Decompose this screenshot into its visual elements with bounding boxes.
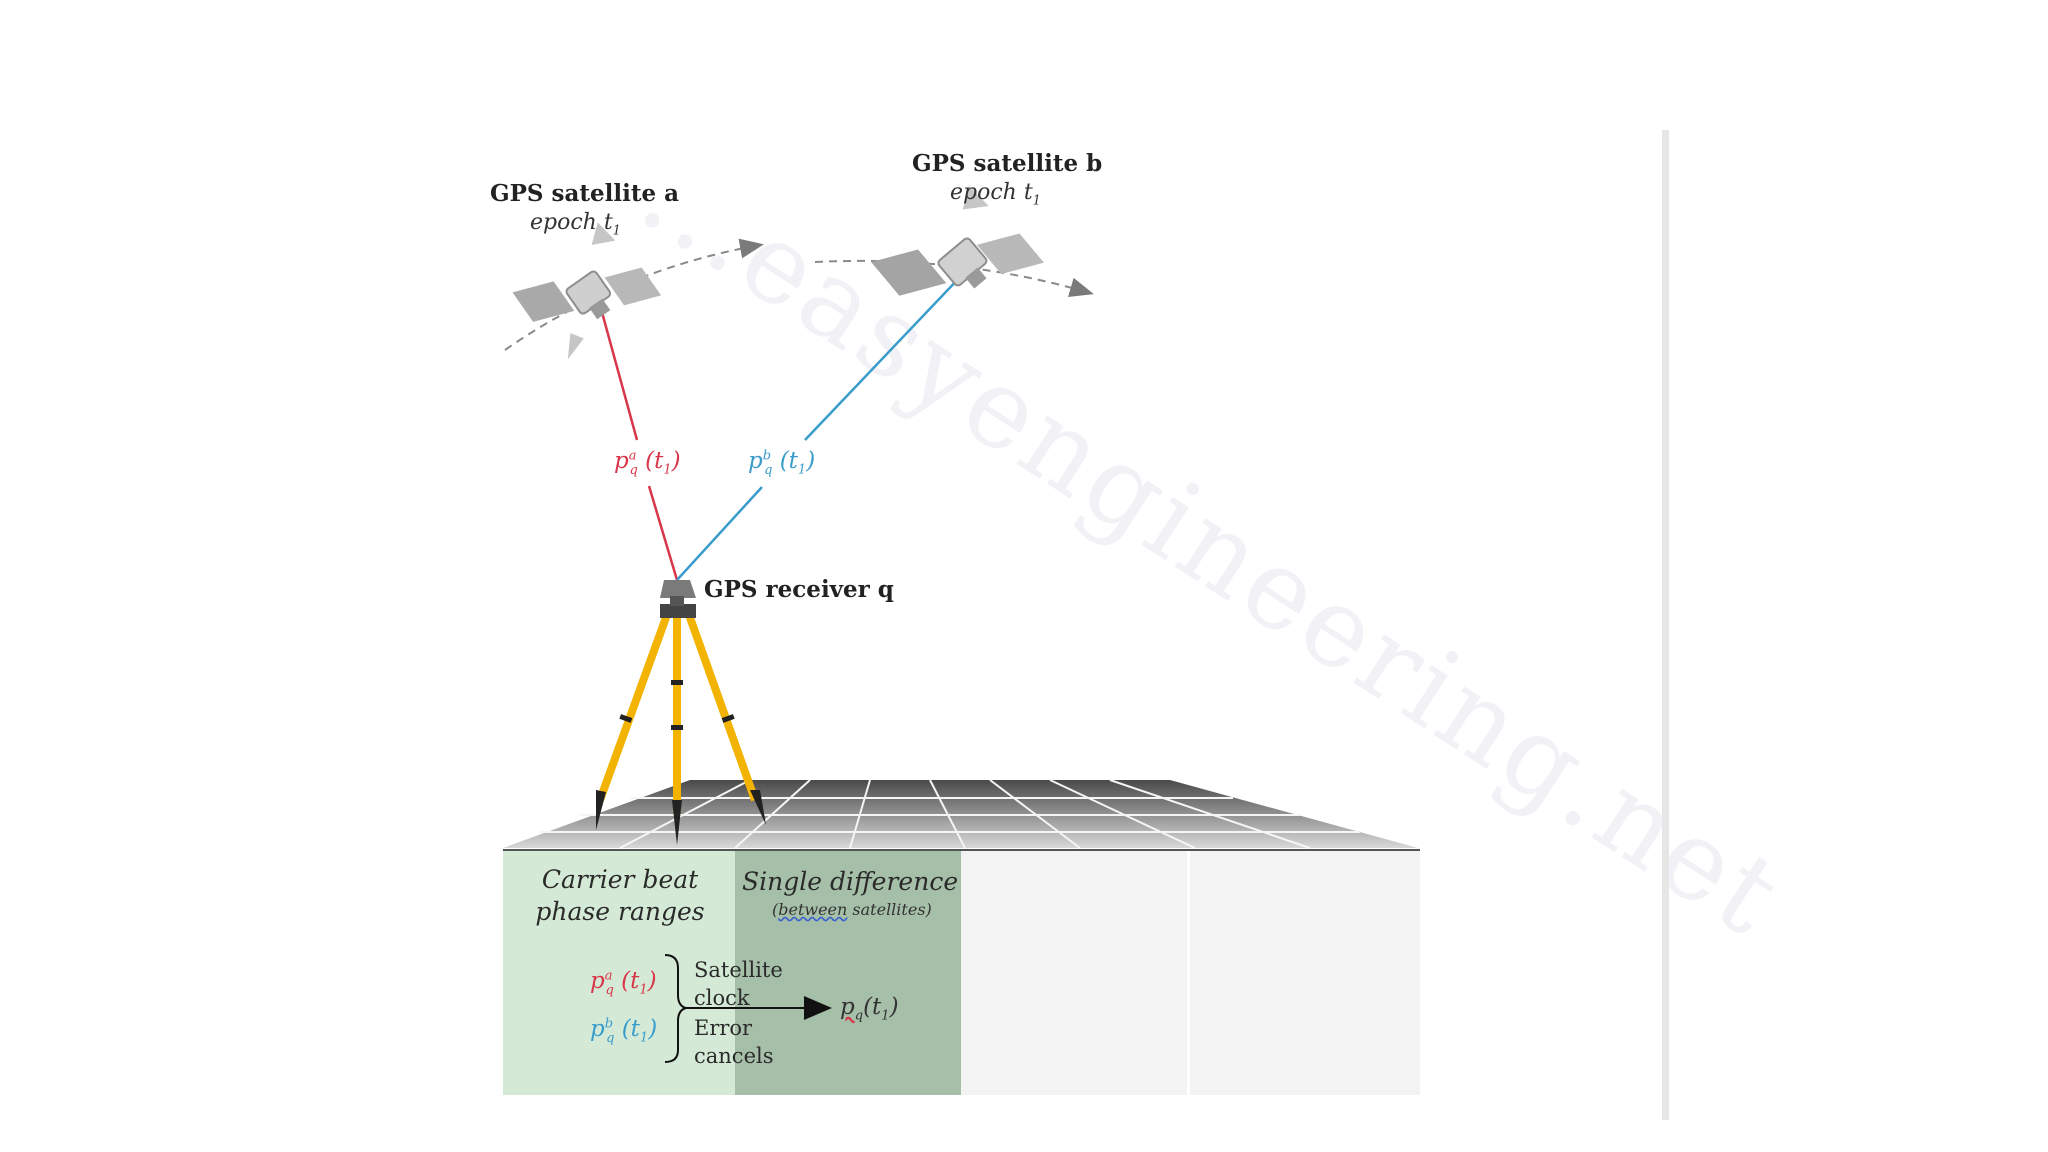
panel-single-diff bbox=[735, 850, 961, 1095]
tripod-icon bbox=[596, 580, 766, 845]
satellite-b-name: GPS satellite b bbox=[912, 150, 1103, 177]
satellite-b-epoch: epoch t1 bbox=[950, 180, 1041, 209]
panel-range-b: pbq (t1) bbox=[590, 1016, 658, 1046]
orbit-arc-a bbox=[504, 238, 764, 351]
satellite-a-name: GPS satellite a bbox=[490, 180, 680, 207]
panel-carrier bbox=[503, 850, 735, 1095]
range-line-b-upper bbox=[804, 274, 963, 441]
range-a-label: paq (t1) bbox=[614, 448, 681, 478]
range-line-b-lower bbox=[676, 486, 763, 581]
carrier-panel-title: Carrier beat phase ranges bbox=[535, 865, 705, 926]
receiver-name: GPS receiver q bbox=[704, 576, 894, 603]
panel-range-a: paq (t1) bbox=[590, 968, 657, 998]
range-b-label: pbq (t1) bbox=[748, 448, 816, 478]
satellite-a-epoch: epoch t1 bbox=[530, 210, 621, 239]
range-line-a-lower bbox=[647, 485, 679, 581]
satellite-a-icon bbox=[512, 222, 662, 360]
page-divider bbox=[1662, 130, 1669, 1120]
panel-empty-1 bbox=[961, 850, 1187, 1095]
satellite-b-icon bbox=[871, 185, 1044, 296]
single-diff-subtitle: (between satellites) bbox=[772, 900, 932, 919]
error-cancels-note: Satellite clock Error cancels bbox=[694, 958, 783, 1068]
single-diff-result: pq(t1) bbox=[840, 994, 899, 1024]
panel-empty-2 bbox=[1190, 850, 1420, 1095]
single-diff-title: Single difference bbox=[742, 867, 959, 896]
range-line-a-upper bbox=[598, 304, 639, 441]
